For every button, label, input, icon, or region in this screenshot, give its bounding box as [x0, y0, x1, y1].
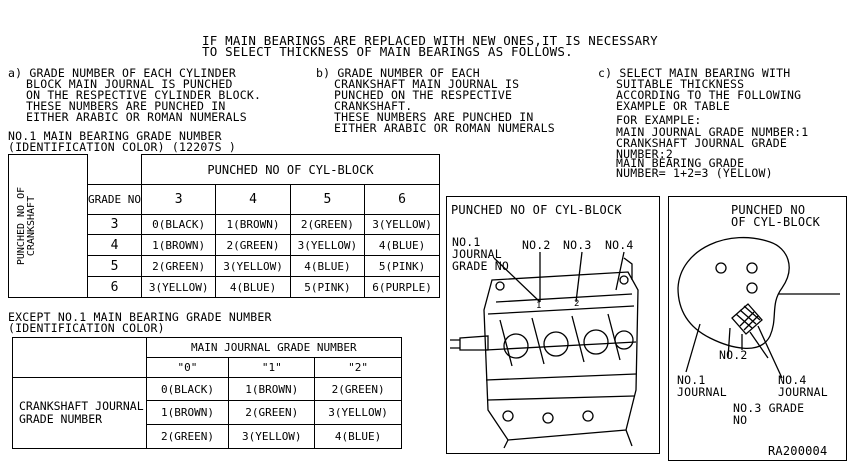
grade-cell: 6 [87, 276, 142, 298]
step-b-line: EITHER ARABIC OR ROMAN NUMERALS [334, 121, 555, 135]
crank-label-no4-journal: NO.4 JOURNAL [778, 373, 828, 399]
table-row: 1(BROWN) 2(GREEN) 3(YELLOW) [13, 400, 402, 425]
crank-label-no1-journal: NO.1 JOURNAL [677, 373, 727, 399]
color-cell: 2(GREEN) [215, 234, 291, 256]
step-a-line: BLOCK MAIN JOURNAL IS PUNCHED [26, 77, 233, 91]
color-cell: 2(GREEN) [140, 255, 217, 277]
step-c-line: SUITABLE THICKNESS [616, 77, 745, 91]
svg-text:1: 1 [536, 301, 541, 311]
color-cell: 3(YELLOW) [140, 276, 217, 298]
color-cell: 0(BLACK) [140, 214, 217, 235]
step-a-line: EITHER ARABIC OR ROMAN NUMERALS [26, 110, 247, 124]
grade-no-header: GRADE NO [87, 184, 142, 215]
column-header: 3 [140, 184, 217, 215]
step-c-line: ACCORDING TO THE FOLLOWING [616, 88, 802, 102]
label-no4: NO.4 [605, 238, 634, 252]
crank-figure-title-2: OF CYL-BLOCK [731, 215, 821, 229]
step-b-line: CRANKSHAFT MAIN JOURNAL IS [334, 77, 520, 91]
grade-cell: 4 [87, 234, 142, 256]
crankshaft-drawing [677, 237, 840, 379]
grade-cell: 3 [87, 214, 142, 235]
color-cell: 1(BROWN) [145, 400, 230, 425]
step-b-line: THESE NUMBERS ARE PUNCHED IN [334, 110, 534, 124]
color-cell: 4(BLUE) [314, 424, 402, 449]
bearing-grade-table-no1: PUNCHED NO OF CRANKSHAFT PUNCHED NO OF C… [8, 154, 441, 298]
cyl-block-axis-label: PUNCHED NO OF CYL-BLOCK [140, 154, 441, 185]
step-b-line: b) GRADE NUMBER OF EACH [316, 66, 480, 80]
example-line: NUMBER:2 [616, 147, 673, 161]
color-cell: 1(BROWN) [215, 214, 291, 235]
color-cell: 5(PINK) [364, 255, 440, 277]
table1-subtitle: (IDENTIFICATION COLOR) (12207S ) [8, 140, 236, 154]
color-cell: 6(PURPLE) [364, 276, 440, 298]
header-line-2: TO SELECT THICKNESS OF MAIN BEARINGS AS … [202, 44, 573, 59]
bearing-grade-table-except-no1: MAIN JOURNAL GRADE NUMBER "0" "1" "2" CR… [12, 337, 403, 449]
step-c-line: c) SELECT MAIN BEARING WITH [598, 66, 791, 80]
column-header: "2" [314, 357, 402, 378]
crank-figure-title-1: PUNCHED NO [731, 203, 806, 217]
table-row: 2(GREEN) 3(YELLOW) 4(BLUE) [13, 424, 402, 449]
label-no1-journal: NO.1 JOURNAL GRADE NO [452, 235, 509, 273]
table1-title: NO.1 MAIN BEARING GRADE NUMBER [8, 129, 222, 143]
table-row: 4 1(BROWN) 2(GREEN) 3(YELLOW) 4(BLUE) [9, 234, 440, 256]
column-header: 6 [364, 184, 440, 215]
color-cell: 2(GREEN) [314, 377, 402, 401]
color-cell: 4(BLUE) [215, 276, 291, 298]
column-header: "1" [228, 357, 316, 378]
color-cell: 3(YELLOW) [364, 214, 440, 235]
table2-subtitle: (IDENTIFICATION COLOR) [8, 321, 165, 335]
color-cell: 3(YELLOW) [215, 255, 291, 277]
step-a-line: THESE NUMBERS ARE PUNCHED IN [26, 99, 226, 113]
example-line: FOR EXAMPLE: [616, 113, 702, 127]
column-header: "0" [145, 357, 230, 378]
example-line: CRANKSHAFT JOURNAL GRADE [616, 136, 787, 150]
journal-axis-label: MAIN JOURNAL GRADE NUMBER [145, 337, 403, 358]
label-no2: NO.2 [522, 238, 551, 252]
step-c-line: EXAMPLE OR TABLE [616, 99, 730, 113]
color-cell: 1(BROWN) [228, 377, 316, 401]
svg-text:2: 2 [574, 299, 579, 309]
table-row: 5 2(GREEN) 3(YELLOW) 4(BLUE) 5(PINK) [9, 255, 440, 277]
table-row: 3 0(BLACK) 1(BROWN) 2(GREEN) 3(YELLOW) [9, 214, 440, 235]
color-cell: 4(BLUE) [364, 234, 440, 256]
header-line-1: IF MAIN BEARINGS ARE REPLACED WITH NEW O… [202, 33, 658, 48]
example-line: MAIN JOURNAL GRADE NUMBER:1 [616, 125, 809, 139]
crank-label-no2: NO.2 [719, 348, 748, 362]
figure-code: RA200004 [768, 444, 828, 458]
color-cell: 2(GREEN) [228, 400, 316, 425]
step-b-line: PUNCHED ON THE RESPECTIVE [334, 88, 513, 102]
label-no3: NO.3 [563, 238, 592, 252]
grade-cell: 5 [87, 255, 142, 277]
color-cell: 3(YELLOW) [289, 234, 366, 256]
step-b-line: CRANKSHAFT. [334, 99, 413, 113]
color-cell: 3(YELLOW) [228, 424, 316, 449]
step-a-line: a) GRADE NUMBER OF EACH CYLINDER [8, 66, 236, 80]
step-a-line: ON THE RESPECTIVE CYLINDER BLOCK. [26, 88, 262, 102]
table2-title: EXCEPT NO.1 MAIN BEARING GRADE NUMBER [8, 310, 272, 324]
color-cell: 0(BLACK) [145, 377, 230, 401]
color-cell: 2(GREEN) [145, 424, 230, 449]
color-cell: 5(PINK) [289, 276, 366, 298]
crankshaft-figure [668, 196, 847, 461]
table-row: 6 3(YELLOW) 4(BLUE) 5(PINK) 6(PURPLE) [9, 276, 440, 298]
crankshaft-axis-label: PUNCHED NO OF CRANKSHAFT [8, 154, 88, 298]
example-line: NUMBER= 1+2=3 (YELLOW) [616, 166, 773, 180]
color-cell: 4(BLUE) [289, 255, 366, 277]
crank-label-no3-grade: NO.3 GRADE NO [733, 401, 805, 427]
engine-figure-title: PUNCHED NO OF CYL-BLOCK [451, 203, 622, 217]
crankshaft-journal-label: CRANKSHAFT JOURNAL GRADE NUMBER [12, 377, 147, 449]
column-header: 5 [289, 184, 366, 215]
color-cell: 3(YELLOW) [314, 400, 402, 425]
color-cell: 2(GREEN) [289, 214, 366, 235]
table-row: CRANKSHAFT JOURNAL GRADE NUMBER 0(BLACK)… [12, 377, 402, 449]
engine-block-figure [446, 196, 660, 454]
column-header: 4 [215, 184, 291, 215]
example-line: MAIN BEARING GRADE [616, 156, 745, 170]
color-cell: 1(BROWN) [140, 234, 217, 256]
